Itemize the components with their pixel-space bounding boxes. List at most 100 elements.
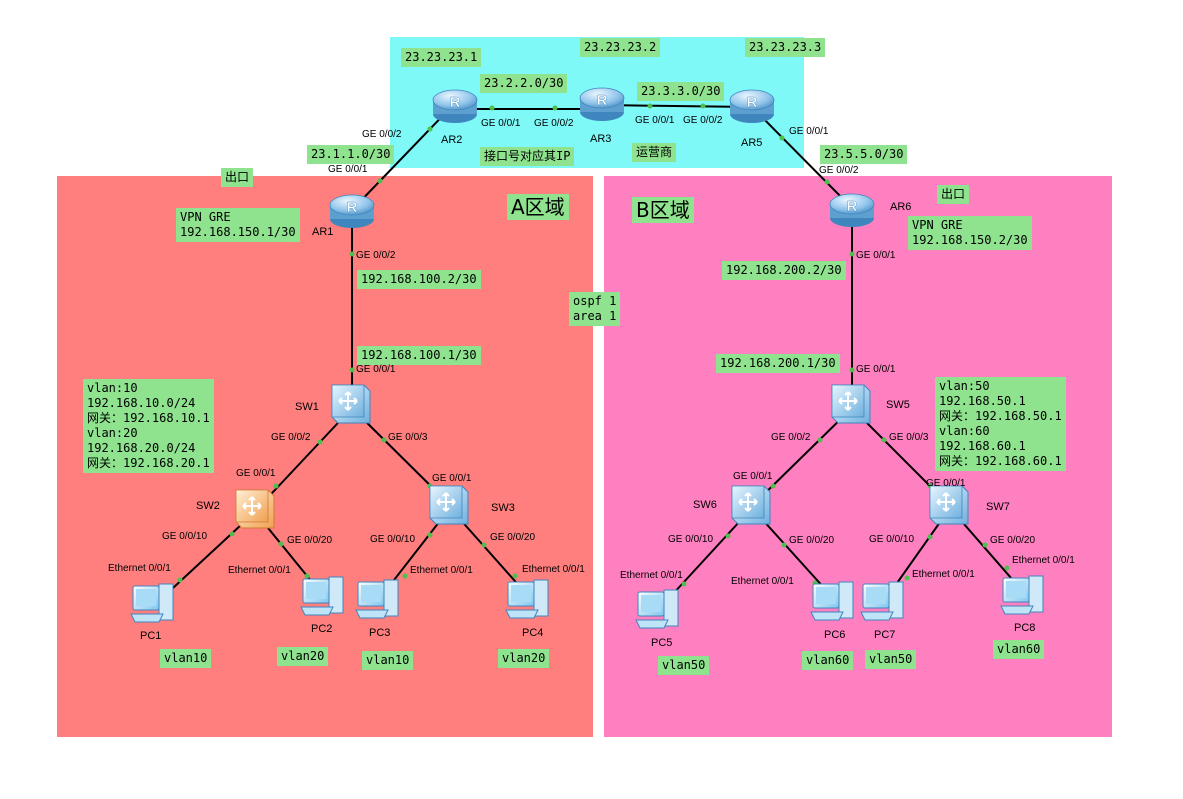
ar1-ar2-net-label: 23.1.1.0/30 bbox=[307, 145, 395, 164]
port-label: GE 0/0/1 bbox=[432, 473, 472, 484]
port-label: Ethernet 0/0/1 bbox=[731, 576, 794, 587]
link-ar5-ar6 bbox=[751, 106, 853, 209]
ar3-ar5-net-label: 23.3.3.0/30 bbox=[637, 82, 725, 101]
pc2-vlan-label: vlan20 bbox=[277, 647, 329, 666]
ar1-down-ip-label: 192.168.100.2/30 bbox=[357, 270, 481, 289]
port-label: GE 0/0/3 bbox=[889, 432, 929, 443]
port-label: GE 0/0/10 bbox=[370, 534, 416, 545]
port-label: GE 0/0/1 bbox=[856, 364, 896, 375]
port-label: GE 0/0/20 bbox=[990, 535, 1036, 546]
port-label: GE 0/0/2 bbox=[356, 250, 396, 261]
device-name-sw6: SW6 bbox=[693, 499, 717, 511]
pc-icon bbox=[300, 576, 344, 616]
pc4-vlan-label: vlan20 bbox=[498, 649, 550, 668]
switch-icon bbox=[331, 384, 371, 424]
port-label: Ethernet 0/0/1 bbox=[1012, 555, 1075, 566]
vlan-b-label: vlan:50 192.168.50.1 网关：192.168.50.1 vla… bbox=[935, 377, 1066, 471]
pc6-vlan-label: vlan60 bbox=[802, 651, 854, 670]
ar5-ar6-net-label: 23.5.5.0/30 bbox=[820, 145, 908, 164]
port-label: GE 0/0/2 bbox=[271, 432, 311, 443]
link-sw2-pc1 bbox=[159, 511, 256, 601]
device-name-pc2: PC2 bbox=[311, 623, 333, 635]
pc-icon bbox=[355, 579, 399, 619]
ar5-ip-label: 23.23.23.3 bbox=[745, 38, 826, 57]
device-name-pc8: PC8 bbox=[1014, 622, 1036, 634]
port-label: GE 0/0/20 bbox=[287, 535, 333, 546]
device-name-ar2: AR2 bbox=[441, 134, 463, 146]
port-label: Ethernet 0/0/1 bbox=[522, 564, 585, 575]
ar3-ip-label: 23.23.23.2 bbox=[580, 38, 661, 57]
port-label: Ethernet 0/0/1 bbox=[410, 565, 473, 576]
vlan-a-label: vlan:10 192.168.10.0/24 网关：192.168.10.1 … bbox=[83, 379, 214, 473]
device-name-ar3: AR3 bbox=[590, 133, 612, 145]
port-label: GE 0/0/10 bbox=[668, 534, 714, 545]
pc3-vlan-label: vlan10 bbox=[362, 651, 414, 670]
link-ar1-ar2 bbox=[351, 102, 456, 211]
pc-icon bbox=[860, 581, 904, 621]
device-name-sw1: SW1 bbox=[295, 401, 319, 413]
pc-icon bbox=[1000, 575, 1044, 615]
port-label: GE 0/0/2 bbox=[534, 118, 574, 129]
port-label: GE 0/0/1 bbox=[356, 364, 396, 375]
switch-icon bbox=[831, 384, 871, 424]
port-label: GE 0/0/10 bbox=[162, 531, 208, 542]
device-name-pc3: PC3 bbox=[369, 627, 391, 639]
switch-icon bbox=[429, 485, 469, 525]
device-name-sw7: SW7 bbox=[986, 501, 1010, 513]
device-name-pc1: PC1 bbox=[140, 630, 162, 642]
device-name-ar5: AR5 bbox=[741, 137, 763, 149]
port-label: GE 0/0/1 bbox=[481, 118, 521, 129]
switch-icon bbox=[731, 485, 771, 525]
port-label: GE 0/0/1 bbox=[926, 478, 966, 489]
port-label: Ethernet 0/0/1 bbox=[912, 569, 975, 580]
switch-icon bbox=[929, 485, 969, 525]
ar2-ar3-net-label: 23.2.2.0/30 bbox=[480, 74, 568, 93]
isp-note-label: 接口号对应其IP bbox=[480, 147, 575, 166]
device-name-pc7: PC7 bbox=[874, 629, 896, 641]
pc-icon bbox=[810, 581, 854, 621]
device-name-pc5: PC5 bbox=[651, 637, 673, 649]
port-label: GE 0/0/1 bbox=[236, 468, 276, 479]
port-label: GE 0/0/2 bbox=[683, 115, 723, 126]
router-icon bbox=[329, 194, 375, 229]
pc-icon bbox=[505, 579, 549, 619]
ar2-ip-label: 23.23.23.1 bbox=[401, 48, 482, 67]
port-label: Ethernet 0/0/1 bbox=[620, 570, 683, 581]
vpn-b-label: VPN GRE 192.168.150.2/30 bbox=[908, 216, 1032, 250]
ar6-down-ip-label: 192.168.200.2/30 bbox=[722, 261, 846, 280]
router-icon bbox=[729, 89, 775, 124]
pc8-vlan-label: vlan60 bbox=[993, 640, 1045, 659]
isp-name-label: 运营商 bbox=[632, 143, 677, 162]
device-name-sw2: SW2 bbox=[196, 500, 220, 512]
router-icon bbox=[829, 193, 875, 228]
port-label: Ethernet 0/0/1 bbox=[108, 563, 171, 574]
router-icon bbox=[579, 87, 625, 122]
pc7-vlan-label: vlan50 bbox=[865, 650, 917, 669]
pc-icon bbox=[635, 589, 679, 629]
port-label: GE 0/0/2 bbox=[771, 432, 811, 443]
sw1-up-ip-label: 192.168.100.1/30 bbox=[357, 346, 481, 365]
port-label: GE 0/0/1 bbox=[635, 115, 675, 126]
device-name-ar1: AR1 bbox=[312, 226, 334, 238]
port-label: GE 0/0/1 bbox=[733, 471, 773, 482]
pc1-vlan-label: vlan10 bbox=[160, 649, 212, 668]
port-label: GE 0/0/3 bbox=[388, 432, 428, 443]
link-ar3-ar5 bbox=[601, 104, 753, 108]
port-label: GE 0/0/1 bbox=[856, 250, 896, 261]
zone-a-title: A区域 bbox=[507, 194, 569, 220]
pc-icon bbox=[130, 583, 174, 623]
port-label: GE 0/0/10 bbox=[869, 534, 915, 545]
port-label: Ethernet 0/0/1 bbox=[228, 565, 291, 576]
link-sw5-sw6 bbox=[751, 407, 853, 507]
port-label: GE 0/0/20 bbox=[789, 535, 835, 546]
sw5-up-ip-label: 192.168.200.1/30 bbox=[716, 354, 840, 373]
switch-icon bbox=[235, 489, 275, 529]
port-label: GE 0/0/2 bbox=[362, 129, 402, 140]
device-name-pc6: PC6 bbox=[824, 629, 846, 641]
device-name-pc4: PC4 bbox=[522, 627, 544, 639]
port-dots bbox=[177, 103, 1010, 587]
exit-a-label: 出口 bbox=[221, 168, 254, 187]
zone-b-title: B区域 bbox=[632, 197, 694, 223]
